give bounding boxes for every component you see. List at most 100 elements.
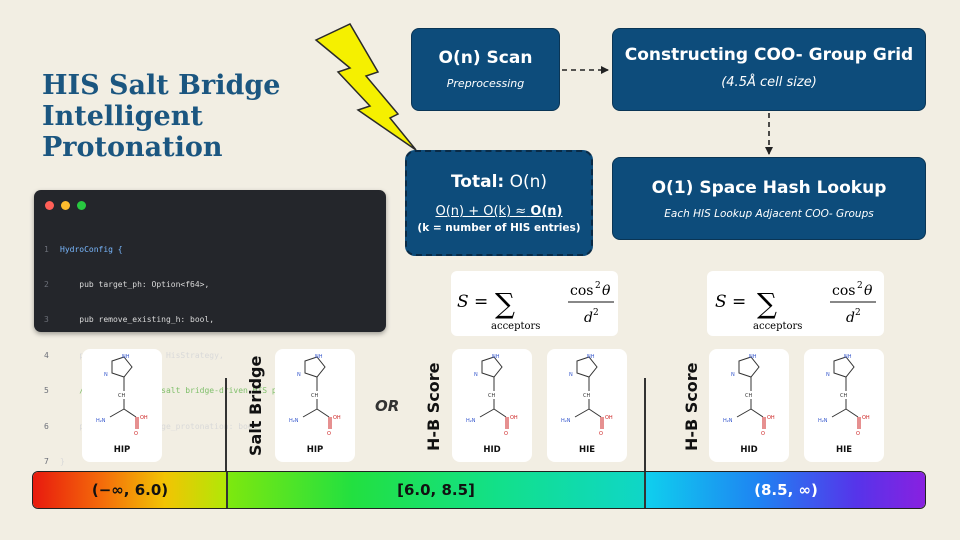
svg-text:O: O	[134, 431, 138, 437]
svg-text:2: 2	[595, 281, 601, 291]
range-divider-low	[225, 378, 227, 472]
svg-text:OH: OH	[510, 415, 518, 421]
svg-text:OH: OH	[862, 415, 870, 421]
svg-text:NH: NH	[492, 354, 500, 360]
svg-text:NH: NH	[122, 354, 130, 360]
total-box: Total: O(n) O(n) + O(k) ≈ O(n) (k = numb…	[405, 150, 593, 256]
molecule-name: HIE	[578, 445, 596, 455]
svg-text:N: N	[826, 372, 830, 378]
svg-text:S =: S =	[715, 292, 746, 312]
range-divider-high	[644, 378, 646, 472]
svg-text:NH: NH	[587, 354, 595, 360]
svg-text:O: O	[327, 431, 331, 437]
svg-text:θ: θ	[864, 283, 873, 299]
code-line: 3 pub remove_existing_h: bool,	[44, 315, 215, 325]
svg-text:N: N	[731, 372, 735, 378]
hb-score-formula-2: S = ∑ acceptors cos 2 θ d 2	[707, 271, 884, 336]
svg-text:O: O	[856, 431, 860, 437]
total-equation: O(n) + O(k) ≈ O(n)	[407, 204, 591, 219]
svg-text:OH: OH	[333, 415, 341, 421]
hb-score-formula-1: S = ∑ acceptors cos 2 θ d 2	[451, 271, 618, 336]
molecule-card: NH N CH H₂N OH O HIE	[547, 349, 627, 462]
svg-text:d: d	[584, 310, 593, 326]
molecule-card: NH N CH H₂N OH O HID	[452, 349, 532, 462]
svg-text:N: N	[569, 372, 573, 378]
ph-range-mid: [6.0, 8.5]	[227, 472, 645, 508]
total-note: (k = number of HIS entries)	[417, 222, 581, 234]
title-line-2: Intelligent	[42, 101, 203, 132]
svg-text:CH: CH	[840, 393, 847, 399]
hash-title: O(1) Space Hash Lookup	[651, 178, 887, 198]
molecule-name: HIE	[835, 445, 853, 455]
or-label: OR	[375, 397, 400, 415]
scale-tick	[644, 472, 646, 508]
svg-text:N: N	[297, 372, 301, 378]
svg-text:O: O	[599, 431, 603, 437]
svg-text:2: 2	[593, 308, 599, 318]
svg-text:CH: CH	[311, 393, 318, 399]
svg-text:∑: ∑	[757, 287, 777, 320]
total-equation-left: O(n) + O(k) ≈	[435, 204, 527, 219]
scan-box: O(n) Scan Preprocessing	[411, 28, 560, 111]
salt-bridge-label: Salt Bridge	[246, 355, 265, 456]
hb-score-label-1: H-B Score	[424, 362, 443, 451]
svg-text:OH: OH	[767, 415, 775, 421]
molecule-card: NH N CH H₂N OH O HIP	[275, 349, 355, 462]
scan-subtitle: Preprocessing	[446, 77, 525, 90]
svg-text:CH: CH	[488, 393, 495, 399]
close-dot-icon	[45, 201, 54, 210]
code-line: 2 pub target_ph: Option<f64>,	[44, 279, 210, 289]
svg-text:CH: CH	[118, 393, 125, 399]
molecule-name: HID	[483, 445, 501, 455]
title-line-1: HIS Salt Bridge	[42, 70, 281, 101]
svg-text:S =: S =	[457, 292, 488, 312]
scan-title: O(n) Scan	[438, 48, 533, 68]
grid-box: Constructing COO- Group Grid (4.5Å cell …	[612, 28, 926, 111]
ph-range-low: (−∞, 6.0)	[33, 472, 227, 508]
svg-text:O: O	[761, 431, 765, 437]
molecule-card: NH N CH H₂N OH O HIE	[804, 349, 884, 462]
minimize-dot-icon	[61, 201, 70, 210]
molecule-name: HIP	[306, 445, 324, 455]
histidine-structure-icon: NH N CH H₂N OH O	[561, 354, 613, 437]
svg-text:N: N	[474, 372, 478, 378]
ph-range-high: (8.5, ∞)	[645, 472, 925, 508]
molecule-card: NH N CH H₂N OH O HIP	[82, 349, 162, 462]
svg-text:CH: CH	[745, 393, 752, 399]
svg-text:O: O	[504, 431, 508, 437]
svg-text:acceptors: acceptors	[491, 321, 540, 332]
histidine-structure-icon: NH N CH H₂N OH O	[723, 354, 775, 437]
title-line-3: Protonation	[42, 132, 223, 163]
hash-box: O(1) Space Hash Lookup Each HIS Lookup A…	[612, 157, 926, 240]
histidine-structure-icon: NH N CH H₂N OH O	[96, 354, 148, 437]
total-line: Total: O(n)	[407, 172, 591, 192]
total-label: Total:	[450, 172, 505, 192]
hb-score-label-2: H-B Score	[682, 362, 701, 451]
svg-text:d: d	[846, 310, 855, 326]
lightning-bolt-icon	[314, 23, 417, 151]
svg-text:H₂N: H₂N	[723, 418, 733, 424]
hash-subtitle: Each HIS Lookup Adjacent COO- Groups	[664, 208, 874, 220]
code-line: 7}	[44, 456, 65, 466]
molecule-name: HIP	[113, 445, 131, 455]
svg-text:H₂N: H₂N	[96, 418, 106, 424]
svg-text:H₂N: H₂N	[561, 418, 571, 424]
scale-tick	[226, 472, 228, 508]
svg-text:N: N	[104, 372, 108, 378]
svg-text:NH: NH	[844, 354, 852, 360]
svg-text:CH: CH	[583, 393, 590, 399]
svg-text:cos: cos	[832, 283, 855, 299]
total-equation-right: O(n)	[530, 204, 563, 219]
svg-text:H₂N: H₂N	[466, 418, 476, 424]
page-title: HIS Salt Bridge Intelligent Protonation	[42, 70, 342, 163]
svg-text:NH: NH	[749, 354, 757, 360]
svg-text:H₂N: H₂N	[289, 418, 299, 424]
molecule-name: HID	[740, 445, 758, 455]
svg-text:OH: OH	[140, 415, 148, 421]
svg-text:2: 2	[855, 308, 861, 318]
grid-title: Constructing COO- Group Grid	[624, 45, 914, 65]
histidine-structure-icon: NH N CH H₂N OH O	[466, 354, 518, 437]
histidine-structure-icon: NH N CH H₂N OH O	[289, 354, 341, 437]
